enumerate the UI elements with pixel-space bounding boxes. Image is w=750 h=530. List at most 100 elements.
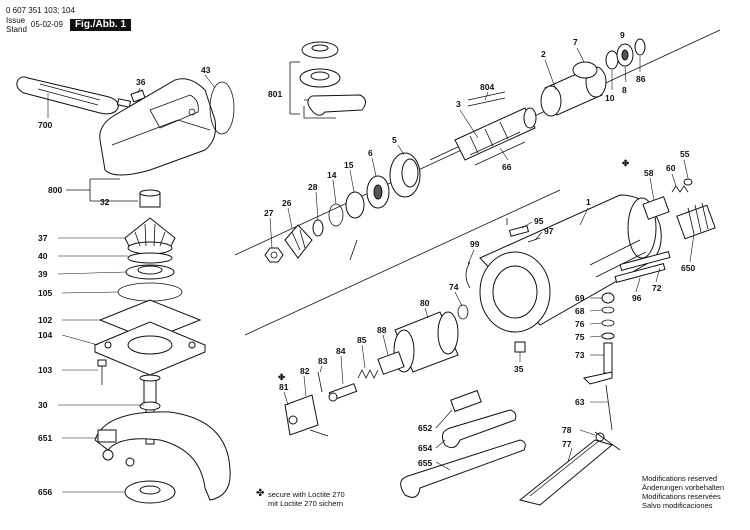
note-line: Modifications reserved — [642, 474, 718, 483]
part-fitting-88 — [377, 351, 405, 375]
part-ring-40 — [127, 252, 173, 264]
callout-label: 75 — [575, 332, 585, 342]
part-oring-105 — [117, 282, 183, 302]
part-sleeve-58 — [642, 196, 670, 220]
callout-label: 6 — [368, 148, 373, 158]
part-bushing-32 — [139, 189, 161, 208]
callout-label: 804 — [480, 82, 494, 92]
callout-label: 97 — [544, 226, 554, 236]
part-nut-27 — [264, 247, 284, 263]
loctite-symbol-icon: ✤ — [256, 488, 265, 499]
part-muffler-650 — [676, 202, 716, 240]
part-bearing-39 — [125, 264, 175, 280]
part-pin-83 — [317, 371, 323, 393]
callout-label: 652 — [418, 423, 432, 433]
note-line: Modifications reservées — [642, 492, 721, 501]
callout-label: 26 — [282, 198, 292, 208]
callout-label: 801 — [268, 89, 282, 99]
note-line: Salvo modificaciones — [642, 501, 713, 510]
part-spanner-655 — [400, 439, 526, 498]
part-guard-651 — [94, 411, 231, 501]
callout-label: 73 — [575, 350, 585, 360]
callout-label: 650 — [681, 263, 695, 273]
callout-label: 72 — [652, 283, 662, 293]
callout-label: 40 — [38, 251, 48, 261]
footnote-line: secure with Loctite 270 — [268, 490, 345, 499]
callout-label: 68 — [575, 306, 585, 316]
doc-number: 0 607 351 103; 104 — [6, 6, 75, 15]
callout-label: 30 — [38, 400, 48, 410]
part-ring-10 — [605, 50, 619, 70]
callout-label: 14 — [327, 170, 337, 180]
callout-label: 9 — [620, 30, 625, 40]
part-ring-14 — [328, 203, 344, 227]
callout-label: 32 — [100, 197, 110, 207]
callout-label: 83 — [318, 356, 328, 366]
part-spanner-654 — [441, 409, 517, 449]
callout-label: 66 — [502, 162, 512, 172]
part-spring-60 — [671, 185, 689, 193]
callout-label: 95 — [534, 216, 544, 226]
part-bevel-pinion-26 — [284, 224, 313, 259]
callout-label: 2 — [541, 49, 546, 59]
header: 0 607 351 103; 104 Issue Stand 05-02-09 … — [6, 6, 132, 34]
callout-label: 700 — [38, 120, 52, 130]
callout-label: 77 — [562, 439, 572, 449]
callout-label: 3 — [456, 99, 461, 109]
part-housing-cover — [99, 78, 216, 176]
part-motor-housing-1 — [479, 194, 662, 333]
callout-label: 63 — [575, 397, 585, 407]
callout-label: 39 — [38, 269, 48, 279]
callout-label: 88 — [377, 325, 387, 335]
part-flange-nut-801 — [299, 41, 366, 116]
part-key — [349, 239, 358, 261]
figure-badge: Fig./Abb. 1 — [69, 19, 132, 31]
part-cylinder-2 — [540, 66, 607, 117]
part-valve-body-81 — [284, 394, 329, 437]
issue-date: 05-02-09 — [30, 20, 63, 29]
callout-label: 15 — [344, 160, 354, 170]
part-lever-77 — [518, 431, 621, 506]
part-bevel-gear-37 — [124, 217, 176, 255]
callout-label: 99 — [470, 239, 480, 249]
part-spring-85 — [357, 369, 379, 379]
callout-label: 78 — [562, 425, 572, 435]
part-blades-72-96 — [614, 251, 671, 283]
part-screw-103 — [97, 359, 107, 385]
stand-label: Stand — [6, 25, 27, 34]
part-plug-35 — [514, 341, 526, 353]
part-rotor-3 — [429, 107, 537, 161]
callout-label: 28 — [308, 182, 318, 192]
part-ball-55 — [683, 178, 693, 186]
callout-label: 105 — [38, 288, 52, 298]
part-nipple-652 — [450, 389, 482, 413]
callout-label: 43 — [201, 65, 211, 75]
part-plate-95 — [506, 218, 530, 237]
callout-label: 104 — [38, 330, 52, 340]
callout-label: 655 — [418, 458, 432, 468]
part-oring-74 — [457, 304, 469, 320]
issue-label: Issue — [6, 16, 26, 25]
issue-row: Issue Stand 05-02-09 Fig./Abb. 1 — [6, 16, 132, 34]
part-bearing-6 — [366, 175, 390, 209]
callout-label: 76 — [575, 319, 585, 329]
part-spring-99 — [465, 261, 471, 289]
part-oring-43 — [209, 81, 235, 135]
callout-label: 1 — [586, 197, 591, 207]
part-ring-86 — [634, 38, 646, 56]
part-valve-84 — [328, 383, 358, 402]
callout-label: 36 — [136, 77, 146, 87]
callout-label: 654 — [418, 443, 432, 453]
loctite-symbol-icon: ✤ — [278, 372, 286, 382]
callout-label: 35 — [514, 364, 524, 374]
issue-stand-labels: Issue Stand — [6, 16, 27, 34]
part-bearing-9 — [616, 43, 634, 67]
callout-label: 8 — [622, 85, 627, 95]
callout-label: 86 — [636, 74, 646, 84]
part-pin-97 — [527, 237, 541, 243]
callout-label: 80 — [420, 298, 430, 308]
part-air-inlet-80 — [393, 311, 459, 373]
callout-label: 69 — [575, 293, 585, 303]
callout-label: 800 — [48, 185, 62, 195]
